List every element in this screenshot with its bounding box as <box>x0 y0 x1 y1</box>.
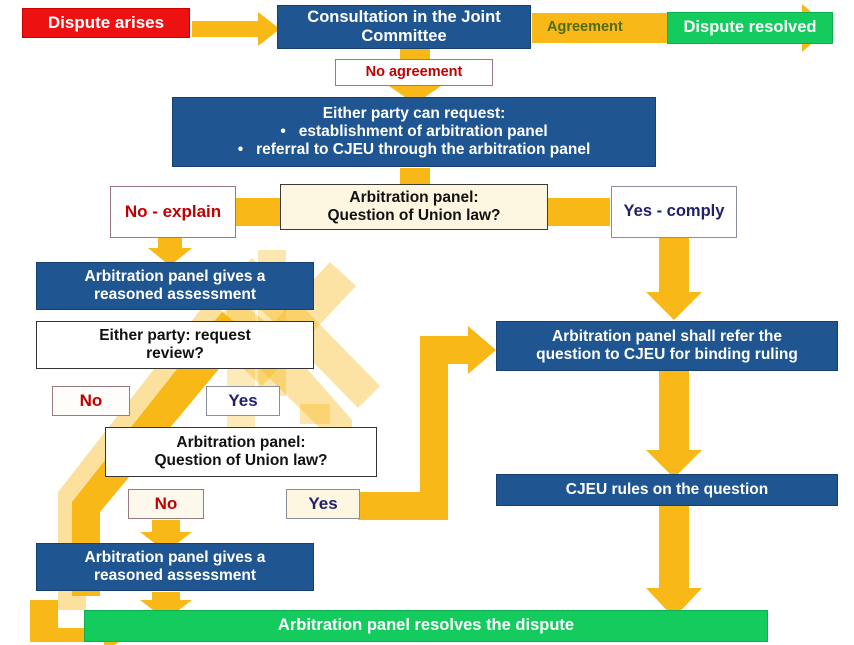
assessment2-line2: reasoned assessment <box>94 567 256 584</box>
arrow-no-explain-to-assessment1 <box>148 238 192 266</box>
label-review-yes[interactable]: Yes <box>206 386 280 416</box>
arrow-law2-yes-up <box>420 350 448 520</box>
node-consultation-joint-committee[interactable]: Consultation in the Joint Committee <box>277 5 531 49</box>
node-yes-comply[interactable]: Yes - comply <box>611 186 737 238</box>
arrow-law2-yes-into-refer <box>420 326 496 374</box>
review-line1: Either party: request <box>99 326 251 344</box>
node-arbitration-question-union-law-1[interactable]: Arbitration panel: Question of Union law… <box>280 184 548 230</box>
arrow-yes-comply-to-refer <box>646 238 702 320</box>
arrow-refer-to-cjeu-rules <box>646 370 702 478</box>
refer-line1: Arbitration panel shall refer the <box>552 327 782 345</box>
node-panel-reasoned-assessment-1[interactable]: Arbitration panel gives a reasoned asses… <box>36 262 314 310</box>
label-review-no[interactable]: No <box>52 386 130 416</box>
question2-line2: Question of Union law? <box>154 452 328 469</box>
arrow-dispute-to-consultation <box>192 12 280 46</box>
node-dispute-arises[interactable]: Dispute arises <box>22 8 190 38</box>
arrow-law2-no-to-assessment2 <box>140 520 192 552</box>
request-bullet-1: • establishment of arbitration panel <box>280 122 548 140</box>
question1-line2: Question of Union law? <box>327 207 501 224</box>
assessment2-line1: Arbitration panel gives a <box>84 548 266 566</box>
label-agreement: Agreement <box>547 19 623 35</box>
request-bullet-2-text: referral to CJEU through the arbitration… <box>256 141 591 159</box>
arrow-cjeu-rules-to-resolves <box>646 504 702 618</box>
label-law2-yes[interactable]: Yes <box>286 489 360 519</box>
refer-line2: question to CJEU for binding ruling <box>536 346 798 363</box>
node-panel-resolves-dispute[interactable]: Arbitration panel resolves the dispute <box>84 610 768 642</box>
assessment1-line2: reasoned assessment <box>94 286 256 303</box>
request-bullet-2: • referral to CJEU through the arbitrati… <box>237 141 591 159</box>
node-either-party-request-review[interactable]: Either party: request review? <box>36 321 314 369</box>
label-law2-no[interactable]: No <box>128 489 204 519</box>
node-refer-question-to-cjeu[interactable]: Arbitration panel shall refer the questi… <box>496 321 838 371</box>
node-no-explain[interactable]: No - explain <box>110 186 236 238</box>
node-dispute-resolved[interactable]: Dispute resolved <box>667 12 833 44</box>
arrow-review-no-path <box>72 312 248 596</box>
arrow-question1-to-no-explain <box>236 198 282 226</box>
arrow-question1-to-yes-comply <box>548 198 610 226</box>
review-line2: review? <box>146 345 204 362</box>
request-bullet-1-text: establishment of arbitration panel <box>298 122 548 140</box>
request-title: Either party can request: <box>322 104 506 122</box>
arrow-assessment2-to-resolves <box>140 592 192 620</box>
node-arbitration-question-union-law-2[interactable]: Arbitration panel: Question of Union law… <box>105 427 377 477</box>
arrow-review-yes-stub <box>300 404 330 424</box>
node-either-party-can-request[interactable]: Either party can request: • establishmen… <box>172 97 656 167</box>
node-cjeu-rules-on-question[interactable]: CJEU rules on the question <box>496 474 838 506</box>
question1-line1: Arbitration panel: <box>349 188 479 206</box>
node-no-agreement[interactable]: No agreement <box>335 59 493 86</box>
node-panel-reasoned-assessment-2[interactable]: Arbitration panel gives a reasoned asses… <box>36 543 314 591</box>
yes-comply-line: Yes - comply <box>623 202 725 221</box>
no-explain-line: No - explain <box>124 201 222 221</box>
assessment1-line1: Arbitration panel gives a <box>84 267 266 285</box>
question2-line1: Arbitration panel: <box>176 433 306 451</box>
